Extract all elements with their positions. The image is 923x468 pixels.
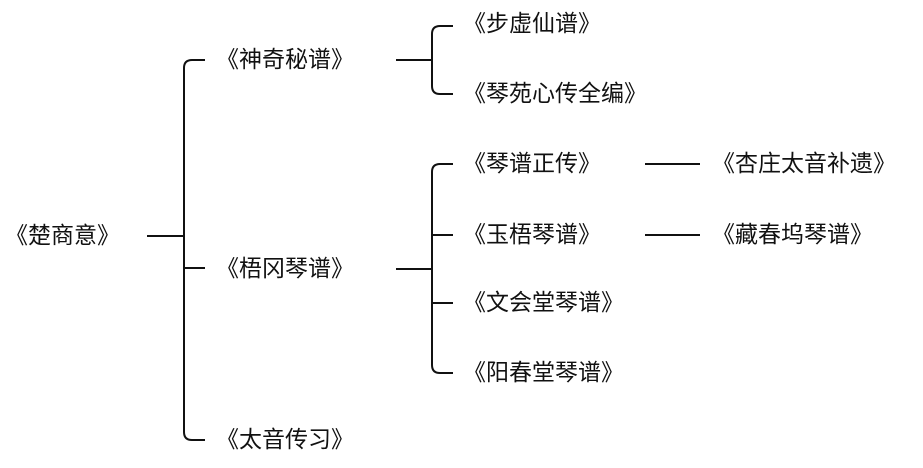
bracket-level1 [183, 59, 205, 441]
node-wugang-qinpu: 《梧冈琴谱》 [216, 256, 354, 282]
node-wenhuitang-qinpu: 《文会堂琴谱》 [463, 290, 624, 316]
node-yangchuntang-qinpu: 《阳春堂琴谱》 [463, 360, 624, 386]
node-buxu-xianpu: 《步虚仙谱》 [463, 11, 601, 37]
node-qinpu-zhengchuan: 《琴谱正传》 [463, 151, 601, 177]
bracket-wugang [431, 163, 453, 374]
node-cangchunwu-qinpu: 《藏春坞琴谱》 [712, 222, 873, 248]
node-xingzhuang-taiyin-buyi: 《杏庄太音补遗》 [712, 151, 896, 177]
node-qinyuan-xinchuan-quanbian: 《琴苑心传全编》 [463, 81, 647, 107]
bracket-shenqi [431, 25, 453, 95]
node-taiyin-chuanxi: 《太音传习》 [216, 427, 354, 453]
node-chushangyi: 《楚商意》 [5, 223, 120, 249]
node-shenqi-mipu: 《神奇秘谱》 [216, 47, 354, 73]
node-yuwu-qinpu: 《玉梧琴谱》 [463, 222, 601, 248]
